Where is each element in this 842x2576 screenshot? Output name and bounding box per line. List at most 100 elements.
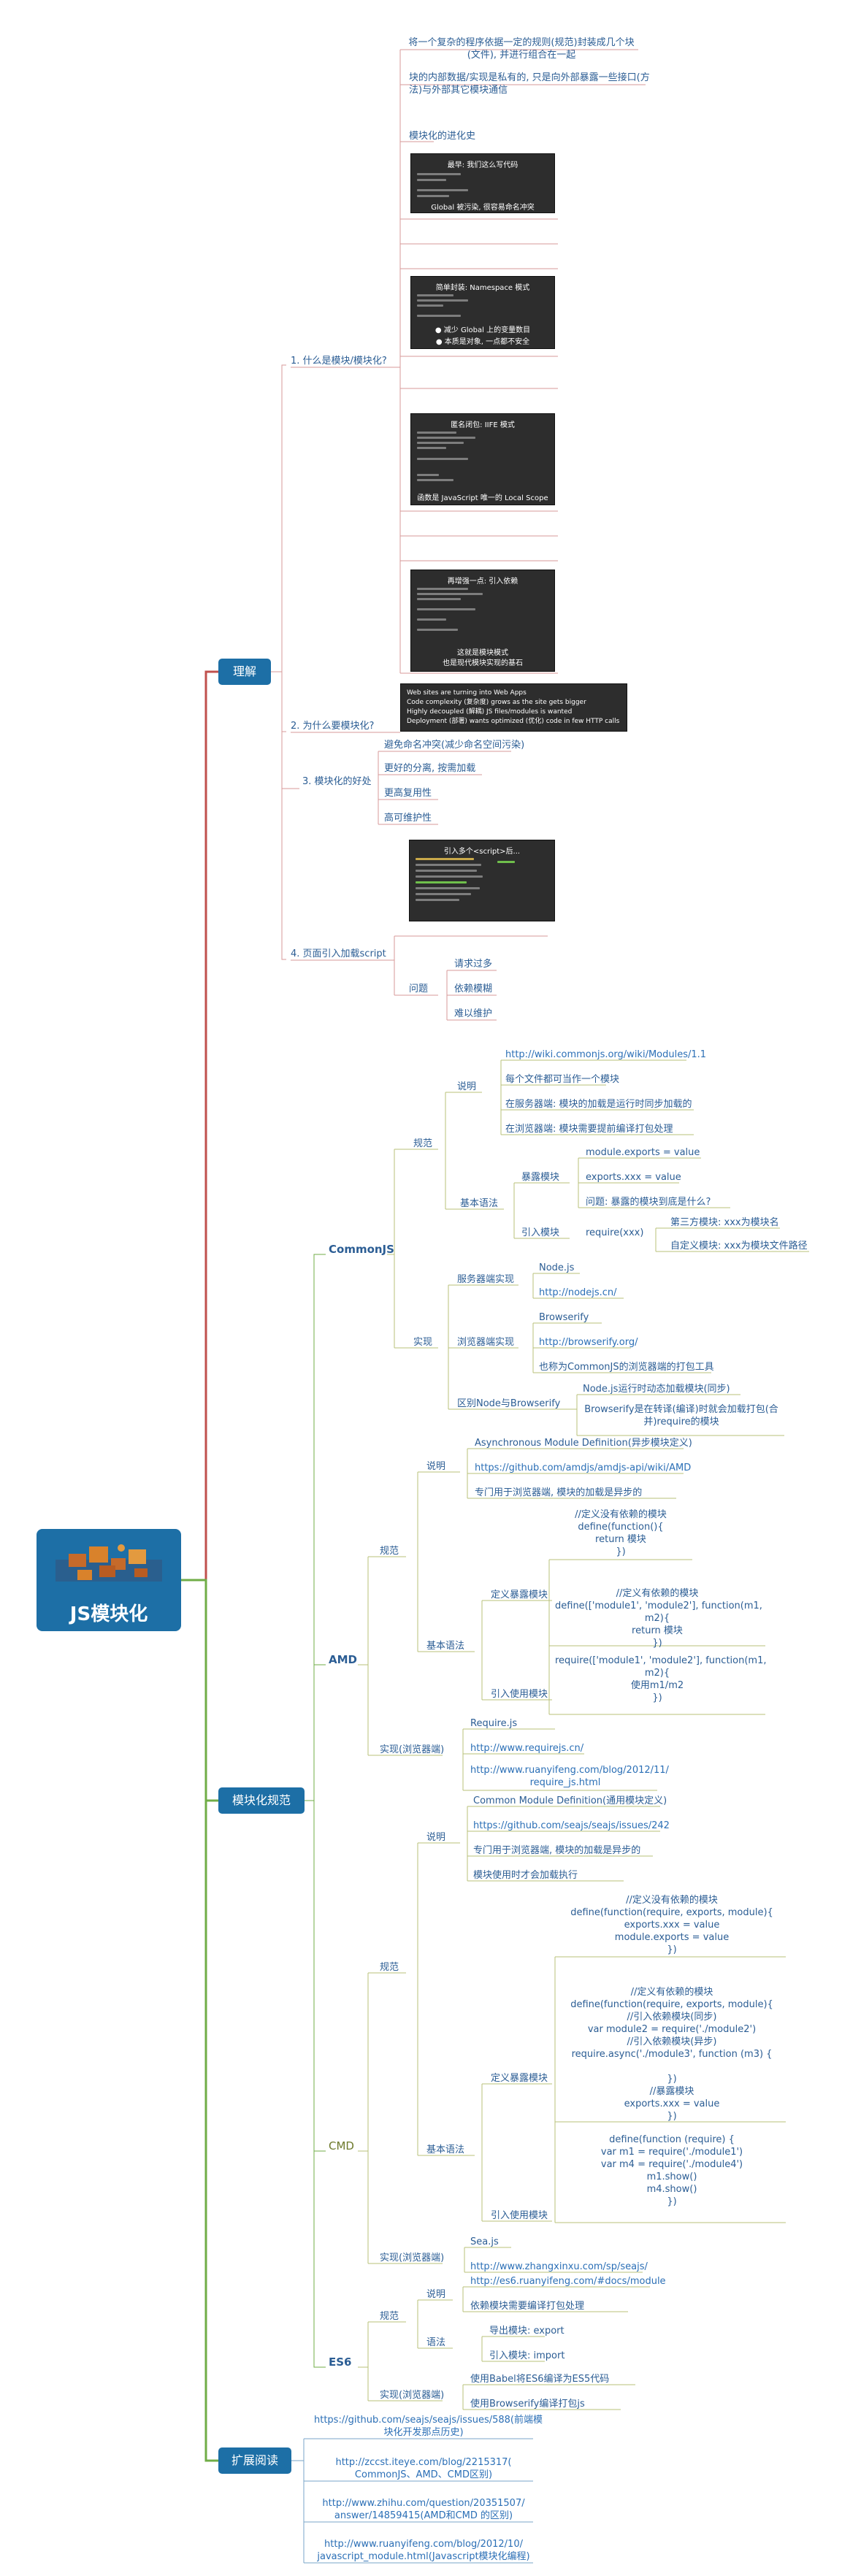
- central-topic[interactable]: JS模块化: [37, 1529, 181, 1631]
- commonjs-desc-1[interactable]: http://wiki.commonjs.org/wiki/Modules/1.…: [505, 1049, 707, 1060]
- es6-impl-1[interactable]: 使用Babel将ES6编译为ES5代码: [470, 2374, 610, 2385]
- cmd-impl[interactable]: 实现(浏览器端): [380, 2253, 445, 2263]
- commonjs-diff-1[interactable]: Node.js运行时动态加载模块(同步): [583, 1384, 730, 1395]
- commonjs-server-1[interactable]: Node.js: [539, 1262, 575, 1273]
- es6-syntax[interactable]: 语法: [426, 2337, 446, 2348]
- amd-define[interactable]: 定义暴露模块: [491, 1590, 548, 1601]
- commonjs-diff-2[interactable]: Browserify是在转译(编译)时就会加载打包(合并)require的模块: [584, 1404, 778, 1427]
- what-item-1[interactable]: 将一个复杂的程序依据一定的规则(规范)封装成几个块(文件), 并进行组合在一起: [408, 37, 635, 61]
- commonjs-basic[interactable]: 基本语法: [460, 1198, 499, 1209]
- cmd-desc-4[interactable]: 模块使用时才会加载执行: [473, 1870, 578, 1881]
- commonjs-expose-3[interactable]: 问题: 暴露的模块到底是什么?: [586, 1197, 711, 1208]
- benefit-item-1[interactable]: 避免命名冲突(减少命名空间污染): [384, 740, 525, 751]
- screenshot-iife: 匿名闭包: IIFE 模式 函数是 JavaScript 唯一的 Local S…: [410, 413, 555, 505]
- cmd-desc-3[interactable]: 专门用于浏览器端, 模块的加载是异步的: [473, 1845, 641, 1856]
- cmd-desc-1[interactable]: Common Module Definition(通用模块定义): [473, 1795, 667, 1806]
- page-script[interactable]: 4. 页面引入加载script: [291, 948, 386, 959]
- commonjs-desc-4[interactable]: 在浏览器端: 模块需要提前编译打包处理: [505, 1124, 673, 1135]
- benefit-item-4[interactable]: 高可维护性: [384, 813, 432, 824]
- commonjs-expose-2[interactable]: exports.xxx = value: [586, 1172, 681, 1183]
- amd-desc[interactable]: 说明: [426, 1461, 446, 1472]
- cmd-impl-2[interactable]: http://www.zhangxinxu.com/sp/seajs/: [470, 2261, 648, 2272]
- es6-spec[interactable]: 规范: [380, 2311, 399, 2322]
- amd-impl-2[interactable]: http://www.requirejs.cn/: [470, 1743, 584, 1754]
- modules-logo-icon: [56, 1544, 162, 1582]
- cmd-impl-1[interactable]: Sea.js: [470, 2236, 499, 2247]
- amd-impl[interactable]: 实现(浏览器端): [380, 1744, 445, 1755]
- commonjs-spec[interactable]: 规范: [413, 1138, 433, 1149]
- commonjs-import[interactable]: 引入模块: [521, 1227, 560, 1238]
- commonjs-impl[interactable]: 实现: [413, 1337, 433, 1348]
- shot4-caption-1: 这就是模块模式: [457, 649, 508, 657]
- main-node-reading[interactable]: 扩展阅读: [218, 2447, 291, 2474]
- benefit-title[interactable]: 3. 模块化的好处: [302, 776, 372, 787]
- commonjs-desc-2[interactable]: 每个文件都可当作一个模块: [505, 1074, 620, 1085]
- problem-item-3[interactable]: 难以维护: [454, 1008, 493, 1019]
- cmd-desc-2[interactable]: https://github.com/seajs/seajs/issues/24…: [473, 1820, 670, 1831]
- shot4-caption-2: 也是现代模块实现的基石: [443, 659, 523, 667]
- evolution-title[interactable]: 模块化的进化史: [409, 131, 476, 142]
- what-is-module[interactable]: 1. 什么是模块/模块化?: [291, 356, 387, 367]
- commonjs-require-2[interactable]: 自定义模块: xxx为模块文件路径: [670, 1241, 808, 1251]
- benefit-item-2[interactable]: 更好的分离, 按需加载: [384, 763, 476, 774]
- node-amd[interactable]: AMD: [329, 1653, 357, 1666]
- main-node-spec[interactable]: 模块化规范: [218, 1787, 305, 1814]
- amd-use[interactable]: 引入使用模块: [491, 1689, 548, 1700]
- commonjs-expose[interactable]: 暴露模块: [521, 1172, 560, 1183]
- es6-syntax-1[interactable]: 导出模块: export: [489, 2326, 564, 2337]
- reading-link-2[interactable]: http://zccst.iteye.com/blog/2215317(Comm…: [335, 2457, 512, 2480]
- es6-impl[interactable]: 实现(浏览器端): [380, 2390, 445, 2401]
- amd-desc-1[interactable]: Asynchronous Module Definition(异步模块定义): [475, 1438, 692, 1449]
- shot3-caption: 函数是 JavaScript 唯一的 Local Scope: [417, 494, 548, 502]
- screenshot-namespace: 简单封装: Namespace 模式 ● 减少 Global 上的变量数目 ● …: [410, 276, 555, 349]
- node-cmd[interactable]: CMD: [329, 2139, 354, 2153]
- problem-label[interactable]: 问题: [409, 984, 429, 994]
- cmd-desc[interactable]: 说明: [426, 1832, 446, 1843]
- shot5-title: 引入多个<script>后...: [443, 848, 521, 856]
- main-node-understand[interactable]: 理解: [218, 659, 271, 685]
- commonjs-desc-3[interactable]: 在服务器端: 模块的加载是运行时同步加载的: [505, 1099, 692, 1110]
- amd-spec[interactable]: 规范: [380, 1546, 399, 1557]
- commonjs-expose-1[interactable]: module.exports = value: [586, 1147, 700, 1158]
- cmd-basic[interactable]: 基本语法: [426, 2144, 465, 2155]
- amd-desc-2[interactable]: https://github.com/amdjs/amdjs-api/wiki/…: [475, 1463, 692, 1473]
- es6-impl-2[interactable]: 使用Browserify编译打包js: [470, 2399, 585, 2410]
- commonjs-require[interactable]: require(xxx): [586, 1227, 644, 1238]
- reading-link-3[interactable]: http://www.zhihu.com/question/20351507/a…: [322, 2498, 525, 2521]
- what-item-2[interactable]: 块的内部数据/实现是私有的, 只是向外部暴露一些接口(方法)与外部其它模块通信: [409, 72, 650, 96]
- commonjs-browser-1[interactable]: Browserify: [539, 1312, 589, 1323]
- es6-desc[interactable]: 说明: [426, 2289, 446, 2300]
- node-commonjs[interactable]: CommonJS: [329, 1243, 394, 1256]
- commonjs-server[interactable]: 服务器端实现: [457, 1274, 515, 1285]
- commonjs-browser[interactable]: 浏览器端实现: [457, 1337, 515, 1348]
- es6-syntax-2[interactable]: 引入模块: import: [489, 2350, 565, 2361]
- amd-desc-3[interactable]: 专门用于浏览器端, 模块的加载是异步的: [475, 1487, 643, 1498]
- commonjs-desc[interactable]: 说明: [457, 1081, 477, 1092]
- commonjs-server-2[interactable]: http://nodejs.cn/: [539, 1287, 617, 1298]
- cmd-spec[interactable]: 规范: [380, 1962, 399, 1973]
- node-es6[interactable]: ES6: [329, 2355, 352, 2369]
- amd-impl-1[interactable]: Require.js: [470, 1718, 518, 1729]
- cmd-define[interactable]: 定义暴露模块: [491, 2073, 548, 2084]
- reading-link-4[interactable]: http://www.ruanyifeng.com/blog/2012/10/j…: [317, 2539, 530, 2562]
- reading-link-1[interactable]: https://github.com/seajs/seajs/issues/58…: [314, 2415, 543, 2438]
- commonjs-browser-2[interactable]: http://browserify.org/: [539, 1337, 638, 1348]
- commonjs-browser-3[interactable]: 也称为CommonJS的浏览器端的打包工具: [539, 1362, 714, 1373]
- problem-item-1[interactable]: 请求过多: [454, 959, 493, 970]
- benefit-item-3[interactable]: 更高复用性: [384, 788, 432, 799]
- amd-basic[interactable]: 基本语法: [426, 1641, 465, 1652]
- es6-desc-2[interactable]: 依赖模块需要编译打包处理: [470, 2301, 585, 2312]
- commonjs-diff[interactable]: 区别Node与Browserify: [457, 1398, 561, 1409]
- problem-item-2[interactable]: 依赖模糊: [454, 984, 493, 994]
- amd-impl-3[interactable]: http://www.ruanyifeng.com/blog/2012/11/r…: [470, 1765, 669, 1788]
- why-modular[interactable]: 2. 为什么要模块化?: [291, 721, 375, 732]
- shot3-title: 匿名闭包: IIFE 模式: [451, 421, 515, 429]
- cmd-use[interactable]: 引入使用模块: [491, 2210, 548, 2221]
- commonjs-require-1[interactable]: 第三方模块: xxx为模块名: [670, 1217, 779, 1228]
- es6-desc-1[interactable]: http://es6.ruanyifeng.com/#docs/module: [470, 2276, 666, 2287]
